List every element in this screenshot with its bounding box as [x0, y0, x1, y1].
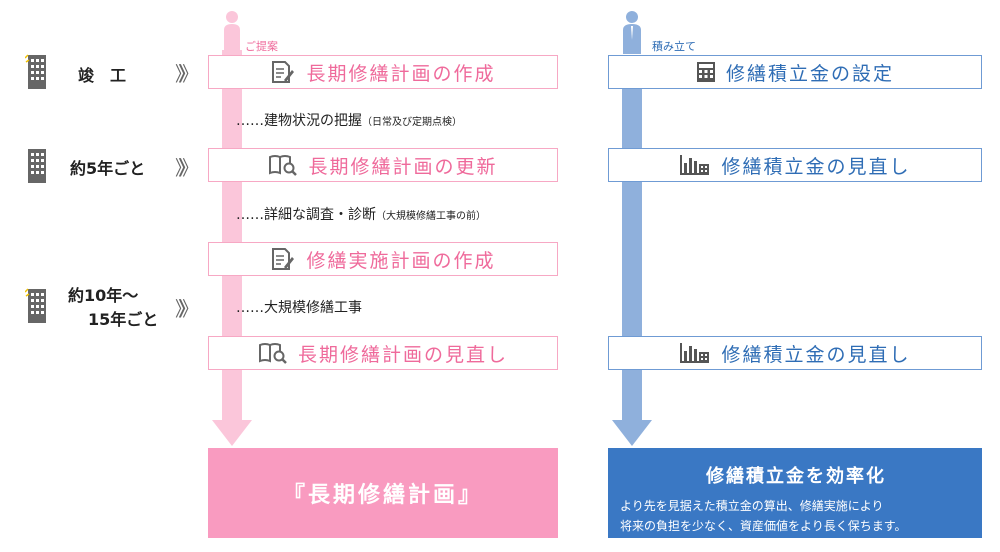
- fund-flow-arrow-shaft: [622, 55, 642, 422]
- fund-step-set: 修繕積立金の設定: [608, 55, 982, 89]
- book-magnifier-icon: [269, 155, 298, 176]
- plan-step-implementation: 修繕実施計画の作成: [208, 242, 558, 276]
- plan-step-review: 長期修繕計画の見直し: [208, 336, 558, 370]
- note-major-repair: ……大規模修繕工事: [236, 297, 362, 317]
- result-fund-body-line-1: より先を見据えた積立金の算出、修繕実施により: [620, 499, 884, 513]
- plan-step-label: 長期修繕計画の更新: [308, 155, 498, 178]
- plan-step-label: 長期修繕計画の見直し: [297, 343, 508, 366]
- result-plan: 『長期修繕計画』: [208, 448, 558, 538]
- document-pen-icon: [272, 61, 295, 83]
- fund-flow-arrowhead: [612, 420, 652, 446]
- timeline-stage-2: 約5年ごと: [70, 159, 146, 178]
- plan-flow-arrow-shaft: [222, 50, 242, 422]
- result-fund-body-line-2: 将来の負担を少なく、資産価値をより長く保ちます。: [620, 519, 907, 533]
- bar-chart-calculator-icon: [680, 343, 710, 363]
- note-survey: ……詳細な調査・診断（大規模修繕工事の前）: [236, 204, 486, 224]
- plan-flow-arrowhead: [212, 420, 252, 446]
- building-icon: [28, 149, 46, 183]
- header-right-label: 積み立て: [652, 40, 696, 53]
- result-plan-label: 『長期修繕計画』: [282, 483, 483, 508]
- fund-step-label: 修繕積立金の見直し: [721, 155, 911, 178]
- chevron-right-icon: 》》: [175, 62, 199, 86]
- fund-step-review-10y: 修繕積立金の見直し: [608, 336, 982, 370]
- note-main: ……大規模修繕工事: [236, 300, 362, 316]
- plan-step-create: 長期修繕計画の作成: [208, 55, 558, 89]
- plan-step-label: 修繕実施計画の作成: [306, 249, 496, 272]
- chevron-right-icon: 》》: [175, 297, 199, 321]
- timeline-stage-3-line-1: 約10年〜: [68, 286, 139, 305]
- plan-step-update: 長期修繕計画の更新: [208, 148, 558, 182]
- woman-silhouette-icon: [224, 11, 240, 50]
- chevron-right-icon: 》》: [175, 156, 199, 180]
- man-silhouette-icon: [623, 11, 641, 54]
- building-icon: [25, 54, 46, 89]
- fund-step-label: 修繕積立金の見直し: [721, 343, 911, 366]
- fund-step-review-5y: 修繕積立金の見直し: [608, 148, 982, 182]
- note-main: ……建物状況の把握: [236, 113, 362, 129]
- fund-step-label: 修繕積立金の設定: [725, 62, 894, 85]
- book-magnifier-icon: [258, 343, 287, 364]
- result-fund-title: 修繕積立金を効率化: [706, 466, 886, 487]
- result-fund: 修繕積立金を効率化 より先を見据えた積立金の算出、修繕実施により 将来の負担を少…: [608, 448, 982, 538]
- header-left-label: ご提案: [245, 40, 278, 53]
- note-inspection: ……建物状況の把握（日常及び定期点検）: [236, 110, 462, 130]
- bar-chart-calculator-icon: [680, 155, 710, 175]
- note-main: ……詳細な調査・診断: [236, 207, 376, 223]
- calculator-icon: [696, 62, 715, 82]
- timeline-stage-3-line-2: 15年ごと: [88, 310, 159, 329]
- plan-step-label: 長期修繕計画の作成: [306, 62, 496, 85]
- note-sub: （大規模修繕工事の前）: [376, 211, 486, 222]
- building-icon: [25, 288, 46, 323]
- document-pen-icon: [272, 248, 295, 270]
- timeline-stage-1: 竣 工: [78, 66, 127, 85]
- note-sub: （日常及び定期点検）: [362, 117, 462, 128]
